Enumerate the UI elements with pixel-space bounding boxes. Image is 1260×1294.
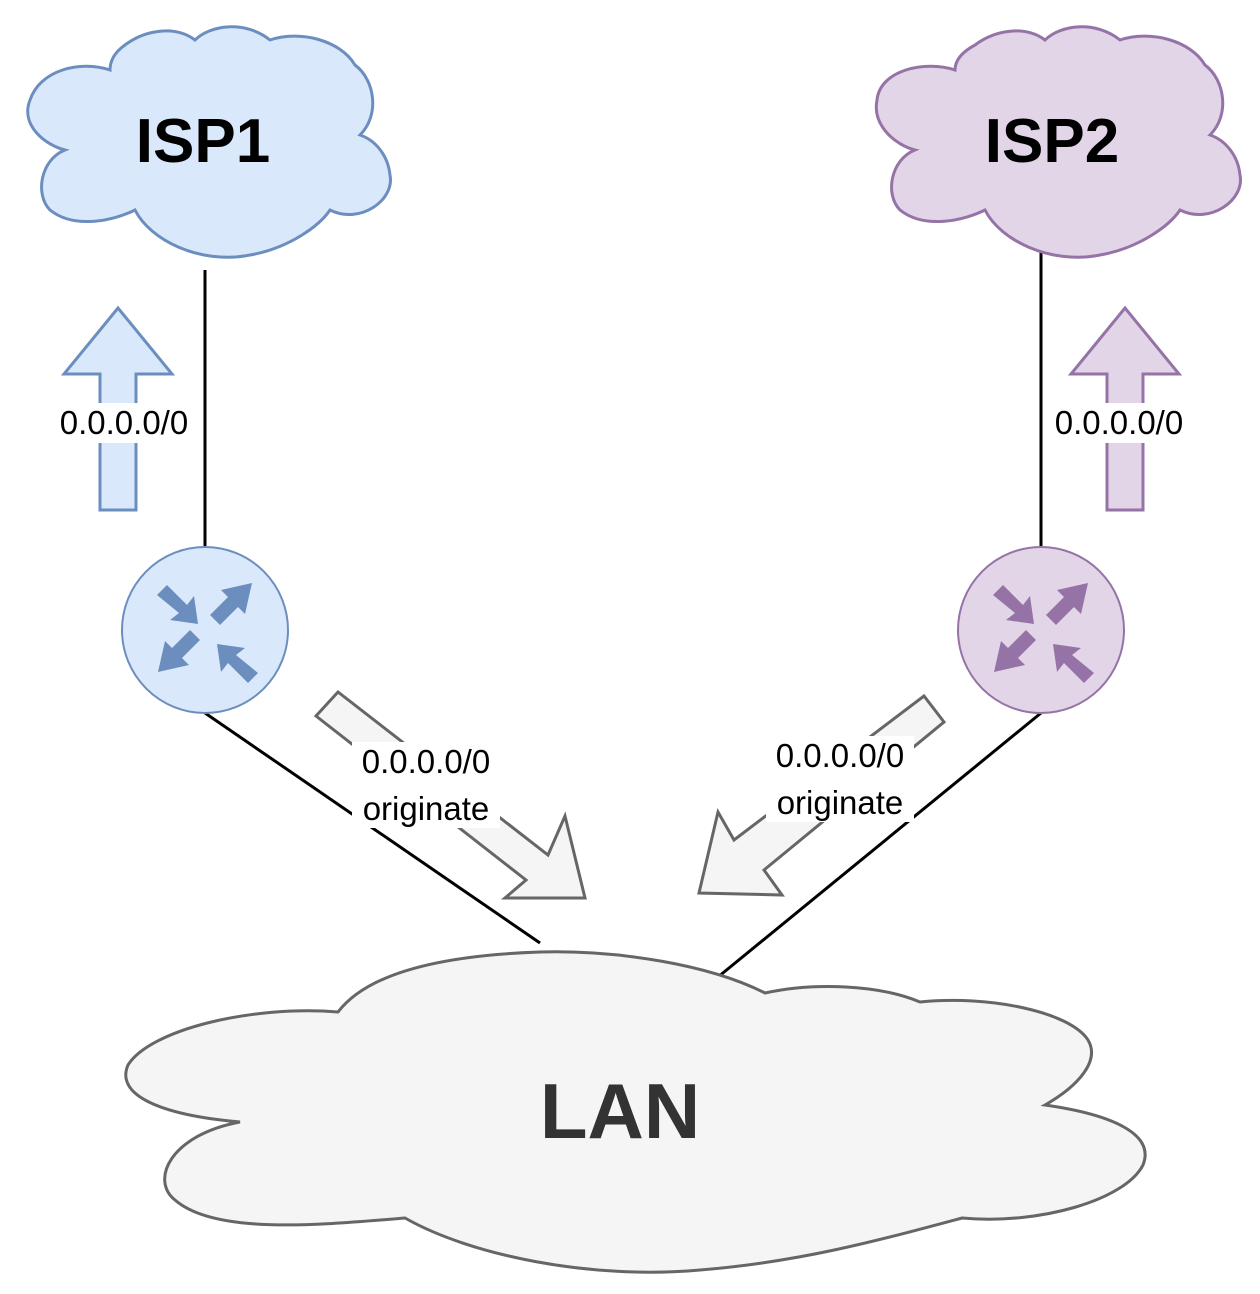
router2-originate-label-line2: originate [777, 784, 904, 821]
lan-label: LAN [540, 1067, 700, 1155]
lan-cloud: LAN [124, 950, 1147, 1274]
router2-originate-label-bg [766, 736, 914, 822]
isp1-route-label: 0.0.0.0/0 [60, 404, 188, 441]
router-icon [993, 583, 1094, 683]
router1-body [121, 546, 289, 714]
isp2-label: ISP2 [985, 107, 1119, 176]
isp1-cloud-shape [26, 25, 392, 259]
router-icon [157, 583, 258, 683]
router1-originate-label-bg [352, 742, 500, 828]
isp2-route-label: 0.0.0.0/0 [1055, 404, 1183, 441]
router1-originate-label-line2: originate [363, 790, 490, 827]
isp2-route-label-bg [1045, 403, 1193, 443]
isp1-cloud: ISP1 [26, 25, 392, 259]
link-router2-lan [717, 711, 1042, 979]
router2-body [957, 546, 1125, 714]
isp2-cloud: ISP2 [874, 25, 1242, 259]
router1-originate-label-line1: 0.0.0.0/0 [362, 743, 490, 780]
isp2-cloud-shape [874, 25, 1242, 259]
router2-originate-label-line1: 0.0.0.0/0 [776, 737, 904, 774]
isp1-route-label-bg [50, 403, 198, 443]
router2 [957, 546, 1125, 714]
lan-cloud-shape [124, 950, 1147, 1274]
isp1-label: ISP1 [136, 107, 270, 176]
router1 [121, 546, 289, 714]
